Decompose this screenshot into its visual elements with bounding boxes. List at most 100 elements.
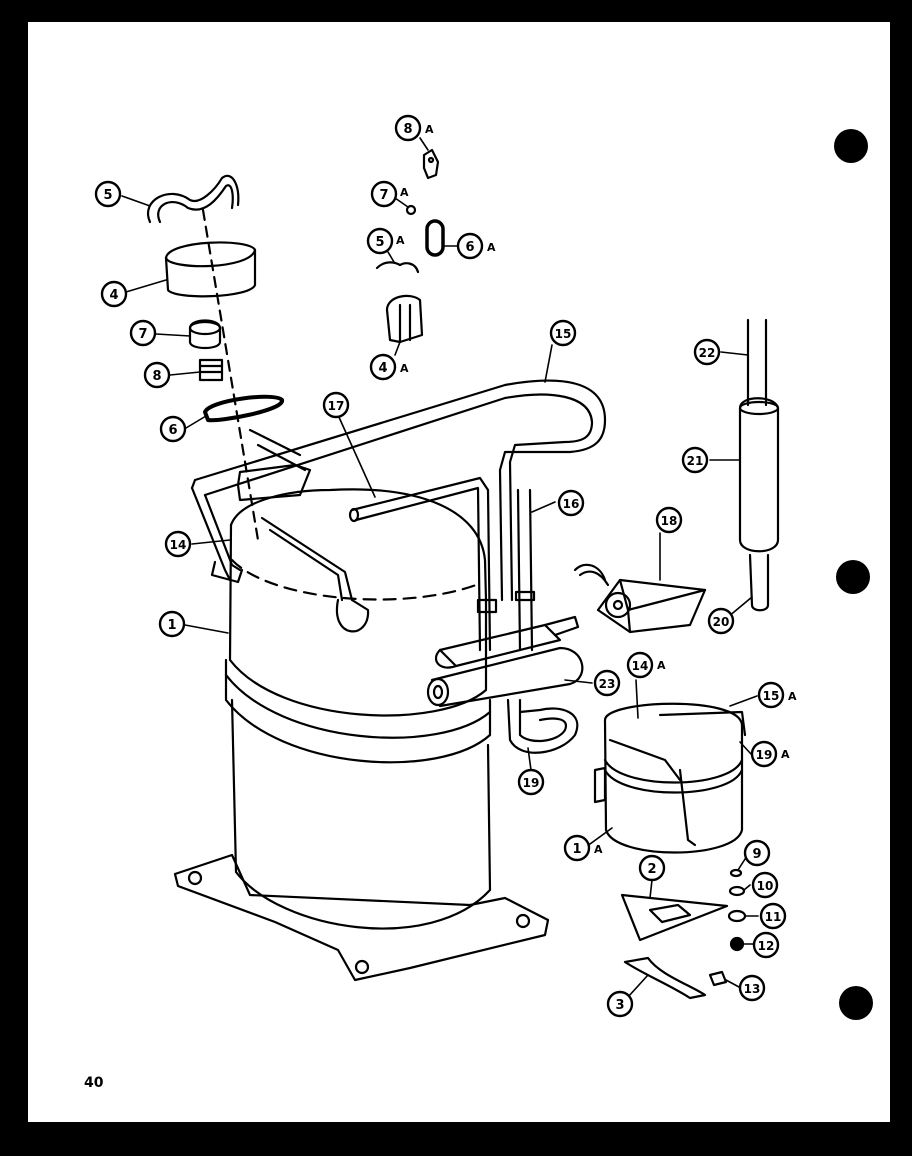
clip-8a xyxy=(422,148,440,180)
callout-1a-number: 1 xyxy=(572,842,581,857)
callout-23: 23 xyxy=(593,669,621,697)
callout-12: 12 xyxy=(752,931,780,959)
callout-17-number: 17 xyxy=(328,399,345,413)
callout-7-number: 7 xyxy=(138,327,147,342)
leader-lines xyxy=(121,137,759,998)
callout-1: 1 xyxy=(158,610,186,638)
callout-16-number: 16 xyxy=(563,497,580,511)
callout-22-number: 22 xyxy=(699,346,716,360)
callout-4-number: 4 xyxy=(109,288,118,303)
callout-12-number: 12 xyxy=(758,939,775,953)
callout-11-number: 11 xyxy=(765,910,782,924)
callout-5-number: 5 xyxy=(103,188,112,203)
callout-6-number: 6 xyxy=(168,423,177,438)
plug-7a xyxy=(405,204,417,216)
callout-15a-number: 15 xyxy=(763,689,780,703)
callout-10: 10 xyxy=(751,871,779,899)
callout-9-number: 9 xyxy=(752,847,761,862)
callout-5a-suffix: A xyxy=(396,234,405,247)
callout-1-number: 1 xyxy=(167,618,176,633)
callout-14: 14 xyxy=(164,530,192,558)
callout-15-number: 15 xyxy=(555,327,572,341)
callout-14a-number: 14 xyxy=(632,659,649,673)
callout-15a-suffix: A xyxy=(788,690,797,703)
compressor-1a xyxy=(593,702,747,854)
callout-18: 18 xyxy=(655,506,683,534)
fusite-terminal xyxy=(248,428,307,472)
accumulator-21 xyxy=(738,397,780,553)
callout-4a-suffix: A xyxy=(400,362,409,375)
relay-18 xyxy=(573,563,707,634)
callout-21: 21 xyxy=(681,446,709,474)
callout-15: 15 xyxy=(549,319,577,347)
binder-hole-middle xyxy=(836,560,870,594)
tube-16 xyxy=(476,488,536,652)
callout-1a-suffix: A xyxy=(594,843,603,856)
callout-16: 16 xyxy=(557,489,585,517)
tube-20 xyxy=(748,553,770,612)
callout-2: 2 xyxy=(638,854,666,882)
callout-3-number: 3 xyxy=(615,998,624,1013)
callout-19a-number: 19 xyxy=(756,748,773,762)
callout-6a-suffix: A xyxy=(487,241,496,254)
callout-4: 4 xyxy=(100,280,128,308)
callout-6a-number: 6 xyxy=(465,240,474,255)
callout-13: 13 xyxy=(738,974,766,1002)
callout-21-number: 21 xyxy=(687,454,704,468)
callout-8a-number: 8 xyxy=(403,122,412,137)
tube-22 xyxy=(746,318,768,407)
binder-hole-bottom xyxy=(839,986,873,1020)
callout-19a: 19 A xyxy=(750,740,790,768)
callout-2-number: 2 xyxy=(647,862,656,877)
cover-4a xyxy=(385,294,424,344)
callout-19a-suffix: A xyxy=(781,748,790,761)
callout-17: 17 xyxy=(322,391,350,419)
callout-19-number: 19 xyxy=(523,776,540,790)
callout-5: 5 xyxy=(94,180,122,208)
callout-14a: 14 A xyxy=(626,651,666,679)
callout-8: 8 xyxy=(143,361,171,389)
callout-11: 11 xyxy=(759,902,787,930)
callout-14a-suffix: A xyxy=(657,659,666,672)
discharge-tube-17 xyxy=(348,476,492,652)
header-23 xyxy=(426,615,584,708)
callout-22: 22 xyxy=(693,338,721,366)
tube-19 xyxy=(506,698,579,754)
binder-hole-top xyxy=(834,129,868,163)
callout-7: 7 xyxy=(129,319,157,347)
callout-10-number: 10 xyxy=(757,879,774,893)
page xyxy=(28,22,890,1122)
suction-tube-14 xyxy=(260,516,370,633)
plug-7 xyxy=(188,319,222,350)
hardware-stack xyxy=(708,868,747,987)
callout-18-number: 18 xyxy=(661,514,678,528)
page-number: 40 xyxy=(84,1075,104,1091)
spring-8 xyxy=(198,358,224,382)
callout-8a-suffix: A xyxy=(425,123,434,136)
callout-8-number: 8 xyxy=(152,369,161,384)
clip-5a xyxy=(375,261,420,274)
process-tube-15 xyxy=(190,379,607,602)
foot-3 xyxy=(623,956,707,1000)
gasket-6 xyxy=(203,394,284,423)
callout-15a: 15 A xyxy=(757,681,797,709)
callout-7a-suffix: A xyxy=(400,186,409,199)
callout-13-number: 13 xyxy=(744,982,761,996)
callout-19: 19 xyxy=(517,768,545,796)
callout-20: 20 xyxy=(707,607,735,635)
callout-14-number: 14 xyxy=(170,538,187,552)
callout-5a-number: 5 xyxy=(375,235,384,250)
callout-4a-number: 4 xyxy=(378,361,387,376)
callout-9: 9 xyxy=(743,839,771,867)
callout-7a-number: 7 xyxy=(379,188,388,203)
callout-6: 6 xyxy=(159,415,187,443)
gasket-6a xyxy=(425,219,445,257)
